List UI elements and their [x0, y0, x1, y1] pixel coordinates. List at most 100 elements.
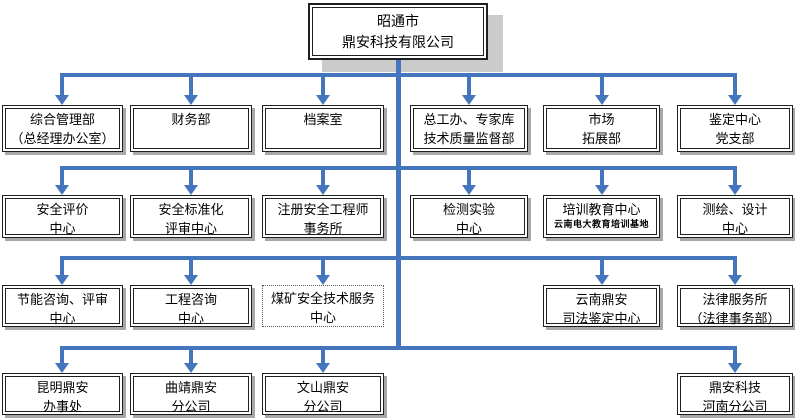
connector-arrow — [728, 73, 742, 105]
node-label: 档案室 — [303, 112, 343, 127]
node-label: 工程咨询 中心 — [164, 292, 217, 326]
connector-arrowhead — [55, 275, 69, 285]
node-label: 市场 拓展部 — [581, 112, 621, 146]
node-label: 昆明鼎安 办事处 — [36, 380, 89, 414]
connector-arrow-shaft — [321, 256, 325, 276]
connector-arrowhead — [316, 363, 330, 373]
connector-rail-level2 — [60, 166, 737, 170]
connector-arrow — [316, 73, 330, 105]
node-label: 昭通市 鼎安科技有限公司 — [342, 13, 454, 50]
connector-arrow-shaft — [600, 166, 604, 186]
node-testing-lab-center: 检测实验 中心 — [410, 195, 528, 238]
connector-arrowhead — [55, 363, 69, 373]
connector-arrow-shaft — [189, 346, 193, 364]
node-label: 总工办、专家库 技术质量监督部 — [423, 112, 515, 146]
node-surveying-design-center: 测绘、设计 中心 — [677, 195, 793, 238]
connector-arrow — [184, 166, 198, 195]
connector-arrow — [316, 256, 330, 285]
node-label: 法律服务所 （法律事务部） — [689, 292, 781, 326]
connector-arrowhead — [316, 185, 330, 195]
connector-arrowhead — [728, 275, 742, 285]
node-label: 节能咨询、评审 中心 — [16, 292, 108, 326]
connector-arrow — [728, 256, 742, 285]
node-training-education-center: 培训教育中心 云南电大教育培训基地 — [543, 195, 660, 238]
node-label: 曲靖鼎安 分公司 — [164, 380, 217, 414]
connector-arrow-shaft — [60, 73, 64, 96]
node-label: 鉴定中心 党支部 — [708, 112, 761, 146]
connector-arrow-shaft — [467, 73, 471, 96]
node-chief-engineer-office-quality-dept: 总工办、专家库 技术质量监督部 — [410, 105, 528, 152]
connector-arrow-shaft — [321, 346, 325, 364]
connector-arrow — [462, 73, 476, 105]
node-registered-safety-engineer-office: 注册安全工程师 事务所 — [262, 195, 384, 238]
connector-arrow — [728, 166, 742, 195]
node-engineering-consulting-center: 工程咨询 中心 — [130, 285, 252, 327]
node-market-expansion-dept: 市场 拓展部 — [543, 105, 660, 152]
connector-arrow-shaft — [733, 346, 737, 364]
connector-arrow-shaft — [600, 73, 604, 96]
connector-arrow — [462, 166, 476, 195]
connector-arrow — [184, 73, 198, 105]
connector-arrow — [316, 346, 330, 373]
node-legal-service-office: 法律服务所 （法律事务部） — [677, 285, 793, 327]
connector-arrowhead — [316, 95, 330, 105]
connector-arrowhead — [184, 275, 198, 285]
node-safety-standardization-review-center: 安全标准化 评审中心 — [130, 195, 252, 238]
node-qujing-dingan-branch: 曲靖鼎安 分公司 — [130, 373, 252, 415]
node-general-management-dept: 综合管理部 （总经理办公室） — [2, 105, 123, 152]
connector-arrow — [184, 256, 198, 285]
connector-arrowhead — [316, 275, 330, 285]
connector-arrowhead — [728, 95, 742, 105]
connector-arrowhead — [595, 95, 609, 105]
node-label: 注册安全工程师 事务所 — [277, 202, 369, 236]
connector-arrowhead — [184, 95, 198, 105]
connector-arrowhead — [595, 275, 609, 285]
connector-arrow — [595, 256, 609, 285]
connector-arrowhead — [728, 363, 742, 373]
node-energy-consulting-review-center: 节能咨询、评审 中心 — [2, 285, 123, 327]
node-sub-label: 云南电大教育培训基地 — [553, 219, 649, 229]
node-safety-evaluation-center: 安全评价 中心 — [2, 195, 123, 238]
connector-arrow-shaft — [60, 346, 64, 364]
connector-arrowhead — [55, 95, 69, 105]
node-yunnan-dingan-judicial-appraisal-center: 云南鼎安 司法鉴定中心 — [543, 285, 660, 327]
node-label: 财务部 — [171, 112, 211, 127]
connector-arrow-shaft — [321, 73, 325, 96]
connector-arrowhead — [184, 363, 198, 373]
node-appraisal-center-party-branch: 鉴定中心 党支部 — [677, 105, 793, 152]
connector-arrow-shaft — [189, 73, 193, 96]
connector-rail-level3 — [60, 256, 737, 260]
connector-arrowhead — [462, 95, 476, 105]
connector-arrow — [184, 346, 198, 373]
connector-arrow-shaft — [60, 256, 64, 276]
node-label: 培训教育中心 — [562, 202, 641, 217]
connector-arrow — [55, 346, 69, 373]
node-coal-mine-safety-tech-service-center: 煤矿安全技术服务 中心 — [262, 285, 384, 327]
connector-arrow — [595, 166, 609, 195]
connector-arrowhead — [462, 185, 476, 195]
node-finance-dept: 财务部 — [130, 105, 252, 152]
node-label: 云南鼎安 司法鉴定中心 — [562, 292, 641, 326]
node-label: 煤矿安全技术服务 中心 — [270, 291, 375, 325]
node-archives-room: 档案室 — [262, 105, 384, 152]
node-company-root: 昭通市 鼎安科技有限公司 — [308, 3, 488, 60]
connector-arrow-shaft — [733, 166, 737, 186]
node-wenshan-dingan-branch: 文山鼎安 分公司 — [262, 373, 384, 415]
connector-trunk — [396, 59, 401, 350]
connector-arrow-shaft — [60, 166, 64, 186]
connector-arrowhead — [55, 185, 69, 195]
connector-arrow-shaft — [600, 256, 604, 276]
connector-arrow-shaft — [189, 166, 193, 186]
node-label: 鼎安科技 河南分公司 — [702, 380, 768, 414]
connector-arrowhead — [184, 185, 198, 195]
connector-arrow-shaft — [733, 256, 737, 276]
connector-rail-level1 — [60, 73, 737, 77]
connector-arrow — [55, 166, 69, 195]
connector-arrow-shaft — [733, 73, 737, 96]
connector-arrow — [316, 166, 330, 195]
node-label: 安全评价 中心 — [36, 202, 89, 236]
connector-arrow — [55, 256, 69, 285]
connector-arrow-shaft — [189, 256, 193, 276]
node-label: 安全标准化 评审中心 — [158, 202, 224, 236]
